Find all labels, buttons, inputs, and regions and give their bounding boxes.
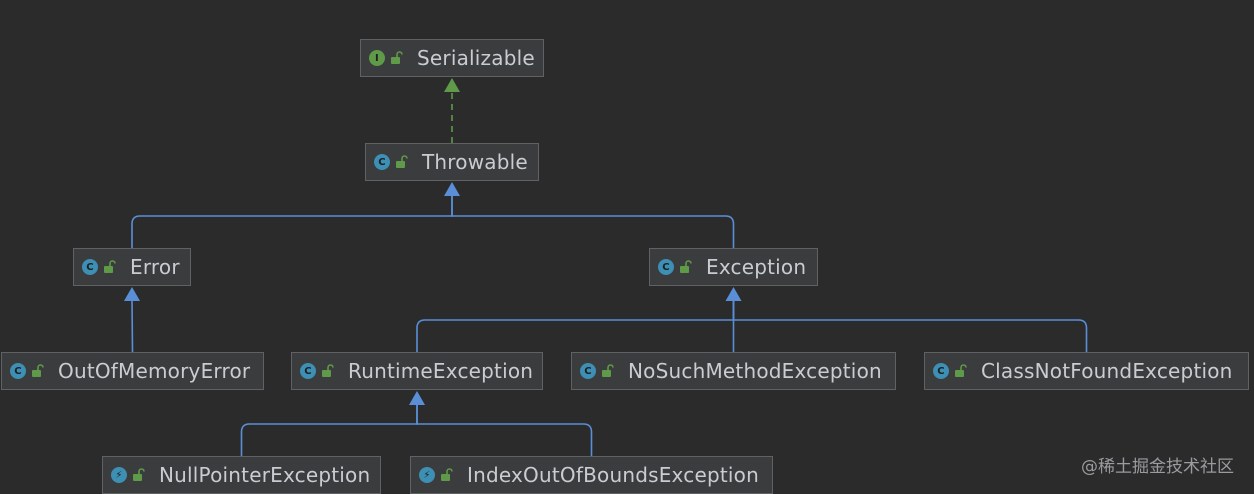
class-icon: C [82, 259, 98, 275]
edge-indexoutofboundsexception-to-runtimeexception [416, 404, 593, 456]
exception-class-icon: ⚡ [111, 467, 127, 483]
edge-nullpointerexception-to-runtimeexception [240, 404, 418, 456]
edge-runtimeexception-to-exception [416, 300, 735, 352]
unlocked-icon [441, 468, 453, 481]
node-label: Serializable [417, 46, 535, 70]
node-label: Error [130, 255, 180, 279]
watermark: @稀土掘金技术社区 [1081, 457, 1234, 477]
unlocked-icon [680, 260, 692, 273]
edge-outofmemoryerror-to-error [131, 299, 134, 353]
interface-icon: I [369, 50, 385, 66]
node-nullpointerexception[interactable]: ⚡ NullPointerException [102, 456, 381, 494]
node-exception[interactable]: C Exception [649, 248, 818, 286]
node-label: Exception [706, 255, 807, 279]
node-label: OutOfMemoryError [58, 359, 251, 383]
edge-exception-to-throwable [451, 195, 735, 248]
class-icon: C [300, 363, 316, 379]
class-icon: C [658, 259, 674, 275]
unlocked-icon [602, 364, 614, 377]
node-label: RuntimeException [348, 359, 534, 383]
node-error[interactable]: C Error [73, 248, 191, 286]
node-label: NullPointerException [159, 463, 371, 487]
arrowhead-exception [725, 287, 742, 301]
arrowhead-throwable [444, 182, 460, 196]
unlocked-icon [322, 364, 334, 377]
edge-classnotfoundexception-to-exception [732, 300, 1088, 352]
unlocked-icon [955, 364, 967, 377]
edge-error-to-throwable [131, 195, 453, 248]
unlocked-icon [133, 468, 145, 481]
node-label: ClassNotFoundException [981, 359, 1233, 383]
arrowhead-error [124, 287, 140, 301]
arrowhead-serializable [444, 78, 460, 92]
class-icon: C [10, 363, 26, 379]
node-runtimeexception[interactable]: C RuntimeException [291, 352, 543, 390]
node-label: IndexOutOfBoundsException [467, 463, 759, 487]
node-label: NoSuchMethodException [628, 359, 882, 383]
unlocked-icon [104, 260, 116, 273]
unlocked-icon [396, 155, 408, 168]
node-serializable[interactable]: I Serializable [360, 39, 544, 77]
node-indexoutofboundsexception[interactable]: ⚡ IndexOutOfBoundsException [410, 456, 773, 494]
arrowhead-runtimeexception [409, 391, 425, 405]
exception-class-icon: ⚡ [419, 467, 435, 483]
class-icon: C [374, 154, 390, 170]
node-outofmemoryerror[interactable]: C OutOfMemoryError [1, 352, 264, 390]
class-icon: C [580, 363, 596, 379]
class-icon: C [933, 363, 949, 379]
node-nosuchmethodexception[interactable]: C NoSuchMethodException [571, 352, 896, 390]
unlocked-icon [32, 364, 44, 377]
unlocked-icon [391, 51, 403, 64]
node-throwable[interactable]: C Throwable [365, 143, 539, 181]
node-classnotfoundexception[interactable]: C ClassNotFoundException [924, 352, 1249, 390]
node-label: Throwable [422, 150, 528, 174]
